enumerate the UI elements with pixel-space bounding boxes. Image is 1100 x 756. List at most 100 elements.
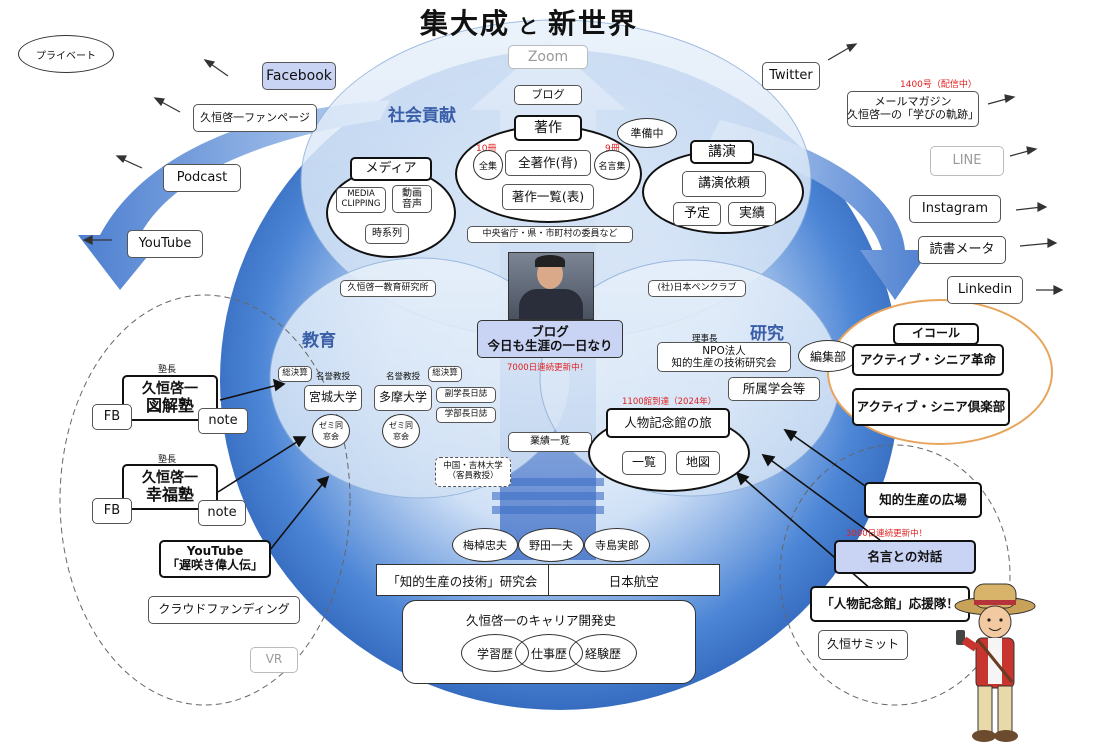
right-dashed-region	[779, 444, 1011, 706]
works-count-right: 9冊	[605, 144, 620, 154]
blog-center-note: 7000日連続更新中！	[507, 363, 589, 373]
works-list-box[interactable]: 著作一覧(表)	[502, 184, 594, 210]
kessan1-box[interactable]: 総決算	[278, 366, 312, 382]
miyagi-box[interactable]: 宮城大学	[304, 385, 362, 411]
meigen-circle[interactable]: 名言集	[594, 150, 630, 180]
museums-box[interactable]: 人物記念館の旅	[606, 408, 730, 438]
kofuku-title: 幸福塾	[145, 484, 194, 504]
zenshu-circle[interactable]: 全集	[473, 150, 503, 180]
vr-box[interactable]: VR	[250, 647, 298, 673]
youtube-late-box[interactable]: YouTube 「遅咲き偉人伝」	[159, 540, 271, 578]
lecture-title[interactable]: 講演	[690, 140, 754, 164]
youtube-late-line2: 「遅咲き偉人伝」	[166, 558, 263, 572]
dean-diary-box[interactable]: 学部長日誌	[436, 407, 496, 423]
senior-club-box[interactable]: アクティブ・シニア倶楽部	[852, 388, 1010, 426]
left-inward-arrows	[217, 378, 330, 561]
headmaster1-label: 塾長	[158, 365, 177, 375]
works-title[interactable]: 著作	[514, 115, 582, 141]
zemi2-circle[interactable]: ゼミ同窓会	[382, 414, 420, 448]
museums-map-box[interactable]: 地図	[676, 451, 720, 475]
zukai-title: 図解塾	[145, 395, 194, 415]
social-label: 社会貢献	[388, 106, 456, 126]
hiroba-box[interactable]: 知的生産の広場	[864, 482, 982, 518]
fb2-box[interactable]: FB	[92, 498, 132, 524]
zukai-juku-box[interactable]: 久恒啓一 図解塾	[122, 375, 218, 421]
blog-center-line2: 今日も生涯の一日なり	[487, 338, 613, 353]
umesao-oval[interactable]: 梅棹忠夫	[452, 528, 518, 562]
mailmag-box[interactable]: メールマガジン 久恒啓一の「学びの軌跡」	[847, 91, 979, 127]
media-clipping-box[interactable]: MEDIA CLIPPING	[336, 187, 386, 213]
committee-box[interactable]: 中央省庁・県・市町村の委員など	[467, 226, 633, 243]
lecture-record-box[interactable]: 実績	[728, 202, 776, 226]
line-box[interactable]: LINE	[930, 146, 1004, 176]
jal-cell[interactable]: 日本航空	[608, 573, 659, 589]
media-oval	[326, 168, 456, 258]
prof2-label: 名誉教授	[386, 372, 421, 382]
equal-box[interactable]: イコール	[893, 323, 979, 345]
zoom-box[interactable]: Zoom	[508, 45, 588, 69]
facebook-box[interactable]: Facebook	[262, 62, 336, 90]
museums-count: 1100館到達（2024年）	[622, 397, 717, 407]
twitter-box[interactable]: Twitter	[762, 62, 820, 90]
blog-center-box[interactable]: ブログ 今日も生涯の一日なり	[477, 320, 623, 358]
youtube-late-line1: YouTube	[186, 544, 244, 559]
fanpage-box[interactable]: 久恒啓一ファンページ	[193, 104, 317, 132]
noda-oval[interactable]: 野田一夫	[518, 528, 584, 562]
podcast-box[interactable]: Podcast	[163, 164, 241, 192]
mailmag-line1: メールマガジン	[874, 95, 952, 109]
instagram-box[interactable]: Instagram	[909, 195, 1001, 223]
right-curved-arrow	[710, 120, 930, 300]
tama-box[interactable]: 多摩大学	[374, 385, 432, 411]
crowdfunding-box[interactable]: クラウドファンディング	[148, 596, 300, 624]
private-oval[interactable]: プライベート	[18, 35, 114, 73]
institute-box[interactable]: 久恒啓一教育研究所	[340, 280, 436, 297]
societies-box[interactable]: 所属学会等	[728, 377, 820, 401]
note1-box[interactable]: note	[198, 408, 248, 434]
portrait-suit	[519, 289, 583, 319]
terashima-oval[interactable]: 寺島実郎	[584, 528, 650, 562]
chairman-label: 理事長	[692, 334, 718, 344]
arrow-stripe	[492, 506, 604, 514]
youtube-box[interactable]: YouTube	[127, 230, 203, 258]
note2-box[interactable]: note	[198, 500, 246, 526]
lecture-schedule-box[interactable]: 予定	[673, 202, 721, 226]
fb1-box[interactable]: FB	[92, 404, 132, 430]
penclub-box[interactable]: (社)日本ペンクラブ	[648, 280, 746, 297]
achievements-box[interactable]: 業績一覧	[508, 432, 592, 452]
zemi1-circle[interactable]: ゼミ同窓会	[312, 414, 350, 448]
preparing-oval: 準備中	[617, 118, 677, 148]
arrow-stripe	[492, 492, 604, 500]
china-box[interactable]: 中国・吉林大学（客員教授）	[435, 457, 511, 487]
headmaster2-label: 塾長	[158, 455, 177, 465]
editorial-oval[interactable]: 編集部	[798, 340, 858, 372]
org-bar: 「知的生産の技術」研究会 日本航空	[376, 564, 720, 596]
linkedin-box[interactable]: Linkedin	[947, 276, 1023, 304]
education-label: 教育	[302, 331, 336, 351]
title-main: 集大成	[420, 7, 511, 40]
kessan2-box[interactable]: 総決算	[428, 366, 462, 382]
summit-box[interactable]: 久恒サミット	[818, 630, 908, 660]
research-label: 研究	[750, 324, 784, 344]
mailmag-line2: 久恒啓一の「学びの軌跡」	[847, 108, 979, 121]
blog-top-box[interactable]: ブログ	[514, 85, 582, 105]
meigen-dialog-box[interactable]: 名言との対話	[834, 540, 976, 574]
lecture-request-box[interactable]: 講演依頼	[682, 171, 766, 197]
media-title[interactable]: メディア	[350, 157, 432, 181]
video-audio-box[interactable]: 動画 音声	[392, 185, 432, 213]
exp-oval[interactable]: 経験歴	[569, 634, 637, 672]
meigen-count: 3000日連続更新中！	[846, 529, 928, 539]
title-sub: 新世界	[548, 7, 639, 40]
all-works-box[interactable]: 全著作(背)	[505, 150, 591, 176]
senior-revolution-box[interactable]: アクティブ・シニア革命	[852, 344, 1004, 376]
npo-box[interactable]: NPO法人 知的生産の技術研究会	[657, 342, 791, 372]
ouen-box[interactable]: 「人物記念館」応援隊！	[810, 586, 970, 622]
page-title: 集大成と新世界	[420, 2, 638, 42]
npo-line2: 知的生産の技術研究会	[671, 357, 777, 369]
museums-list-box[interactable]: 一覧	[622, 451, 666, 475]
arrow-stripe	[492, 478, 604, 486]
video-label: 動画	[402, 187, 422, 199]
dokusho-box[interactable]: 読書メータ	[918, 236, 1006, 264]
society-cell[interactable]: 「知的生産の技術」研究会	[377, 565, 549, 595]
timeline-box[interactable]: 時系列	[365, 224, 409, 244]
vice-diary-box[interactable]: 副学長日誌	[436, 387, 496, 403]
